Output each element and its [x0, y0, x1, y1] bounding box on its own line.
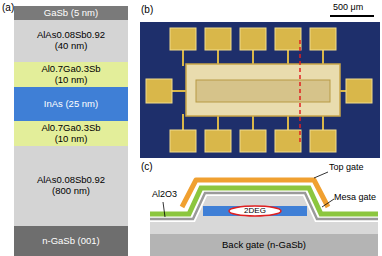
bond-wires	[172, 48, 346, 132]
scale-bar	[330, 15, 374, 17]
cap-layer: GaSb (5 nm)	[14, 6, 128, 20]
top-gate	[182, 180, 328, 207]
layer-label: Mesa gate	[334, 193, 376, 203]
mesa	[195, 196, 315, 222]
panel-label: (b)	[141, 4, 153, 15]
layer-name: AlAs0.08Sb0.92	[37, 30, 105, 41]
layer-name: Al0.7Ga0.3Sb	[41, 64, 100, 75]
panel-label: (a)	[2, 2, 14, 13]
region-label: 2DEG	[244, 207, 266, 216]
photo-background	[140, 22, 380, 158]
leader-lines	[163, 172, 334, 217]
panel-label: (c)	[141, 161, 153, 172]
layer-name: GaSb (5 nm)	[44, 8, 98, 19]
layer-name: Back gate (n-GaSb)	[222, 240, 306, 251]
inas-channel	[203, 206, 307, 216]
layer-label: Al2O3	[152, 190, 177, 200]
buffer-layer: AlAs0.08Sb0.92(800 nm)	[14, 146, 128, 226]
contact-pads	[146, 28, 372, 152]
spacer-layer: Al0.7Ga0.3Sb(10 nm)	[14, 121, 128, 146]
layer-thickness: (10 nm)	[55, 134, 88, 145]
layer-name: AlAs0.08Sb0.92	[37, 175, 105, 186]
spacer-layer: Al0.7Ga0.3Sb(10 nm)	[14, 62, 128, 87]
layer-thickness: (10 nm)	[55, 75, 88, 86]
substrate-layer: n-GaSb (001)	[14, 226, 128, 256]
layer-label: Top gate	[329, 163, 364, 173]
layer-name: Al0.7Ga0.3Sb	[41, 123, 100, 134]
back-gate: Back gate (n-GaSb)	[150, 234, 378, 256]
top-gate-pattern	[186, 64, 340, 116]
layer-name: InAs (25 nm)	[44, 99, 98, 110]
2deg-ellipse	[229, 206, 281, 216]
buffer-layer	[150, 222, 378, 234]
layer-name: n-GaSb (001)	[42, 236, 100, 247]
cut-line	[299, 40, 301, 142]
layer-thickness: (800 nm)	[52, 186, 90, 197]
hall-bar	[196, 80, 330, 102]
scale-label: 500 μm	[333, 3, 363, 13]
layer-thickness: (40 nm)	[55, 41, 88, 52]
barrier-layer: AlAs0.08Sb0.92(40 nm)	[14, 20, 128, 62]
channel-layer: InAs (25 nm)	[14, 87, 128, 121]
